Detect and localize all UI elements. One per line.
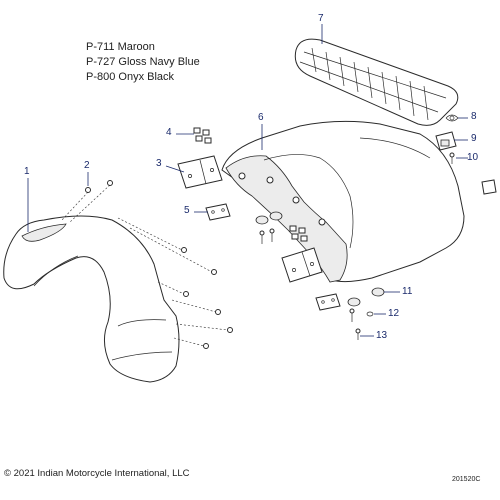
callout-6: 6 — [258, 112, 264, 123]
trunk-screws — [259, 228, 361, 340]
diagram-code: 201520C — [452, 476, 481, 483]
color-option: P-800 Onyx Black — [86, 71, 175, 83]
hinge-bracket-lower — [281, 247, 323, 283]
mounting-plate-left — [205, 203, 231, 221]
callout-12: 12 — [388, 308, 400, 319]
callout-10: 10 — [467, 152, 479, 163]
callout-2: 2 — [84, 160, 90, 171]
callout-4: 4 — [166, 127, 172, 138]
backrest-pad — [3, 215, 180, 383]
washer — [366, 311, 374, 317]
hinge-bracket-upper — [177, 155, 223, 189]
color-options-list: P-711 Maroon P-727 Gloss Navy Blue P-800… — [86, 40, 200, 85]
color-option: P-711 Maroon — [86, 41, 155, 53]
callout-8: 8 — [471, 111, 477, 122]
backrest-bolts — [85, 180, 233, 349]
copyright-notice: © 2021 Indian Motorcycle International, … — [4, 468, 190, 479]
side-latch — [481, 179, 497, 195]
color-option: P-727 Gloss Navy Blue — [86, 56, 200, 68]
nut-cluster-lower — [289, 225, 308, 242]
callout-9: 9 — [471, 133, 477, 144]
luggage-rack — [294, 38, 459, 126]
latch-cable — [445, 114, 459, 122]
mounting-guidelines — [61, 184, 229, 347]
latch-screws — [449, 152, 455, 164]
callout-1: 1 — [24, 166, 30, 177]
callout-11: 11 — [402, 286, 413, 297]
nut-cluster-upper — [193, 127, 212, 144]
callout-3: 3 — [156, 158, 162, 169]
callout-7: 7 — [318, 13, 324, 24]
latch-striker — [435, 131, 457, 151]
trunk-body — [221, 120, 465, 283]
callout-5: 5 — [184, 205, 190, 216]
callout-leaders — [27, 24, 468, 337]
callout-13: 13 — [376, 330, 388, 341]
mounting-plate-right — [315, 293, 341, 311]
